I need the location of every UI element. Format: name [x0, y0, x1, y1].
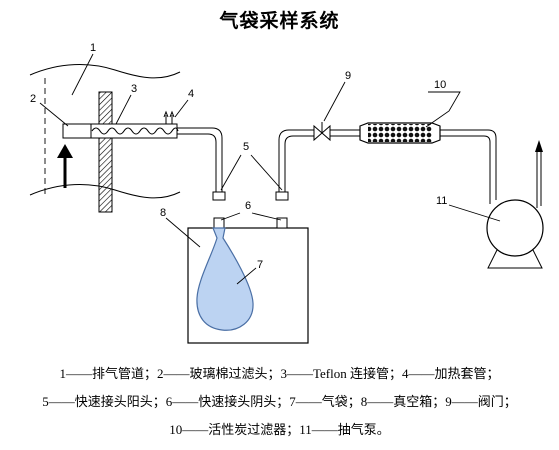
page-title: 气袋采样系统 [219, 10, 340, 32]
leader-lines [39, 53, 501, 285]
heater-terminals [163, 110, 175, 124]
callout-5: 5 [243, 141, 249, 153]
male-connector-right [275, 191, 289, 201]
teflon-tube-right [278, 129, 316, 192]
callout-9: 9 [345, 70, 351, 82]
callout-7: 7 [257, 259, 263, 271]
coil-icon [91, 127, 179, 135]
legend-line-1: 1——排气管道；2——玻璃棉过滤头；3——Teflon 连接管；4——加热套管； [59, 366, 500, 381]
pump-icon [486, 140, 544, 269]
callout-11: 11 [436, 195, 447, 207]
callout-3: 3 [131, 83, 137, 95]
legend: 1——排气管道；2——玻璃棉过滤头；3——Teflon 连接管；4——加热套管；… [0, 360, 559, 444]
legend-line-2: 5——快速接头阳头；6——快速接头阴头；7——气袋；8——真空箱；9——阀门； [42, 394, 517, 409]
callout-8: 8 [160, 207, 166, 219]
callout-4: 4 [188, 88, 194, 100]
duct-wall-hatch [98, 91, 113, 213]
gas-bag [196, 227, 254, 331]
valve-icon [313, 122, 331, 142]
glass-wool-filter [62, 123, 92, 139]
callout-6: 6 [245, 200, 251, 212]
female-connector-right [276, 217, 288, 229]
callout-10: 10 [434, 79, 446, 91]
teflon-tube-left [177, 127, 223, 192]
carbon-filter [359, 122, 441, 144]
male-connector-left [212, 191, 226, 201]
flow-arrow-icon [57, 144, 73, 188]
callout-1: 1 [90, 42, 96, 54]
callout-2: 2 [30, 93, 36, 105]
pipe-to-pump [440, 129, 497, 200]
legend-line-3: 10——活性炭过滤器；11——抽气泵。 [169, 422, 390, 437]
exhaust-duct [29, 64, 181, 199]
